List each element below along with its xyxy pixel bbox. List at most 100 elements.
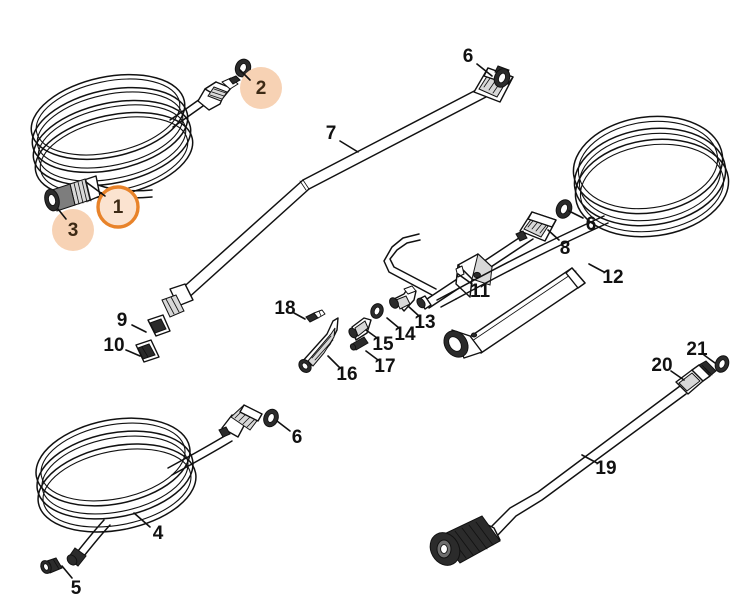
callout-13: 13: [407, 305, 436, 333]
callout-6b: 6: [568, 210, 597, 235]
leader-line-13: [407, 305, 420, 317]
o-ring-part-6-middle: [555, 199, 573, 219]
leader-line-6c: [276, 420, 291, 432]
hose-coil-upper: [30, 73, 194, 199]
leader-line-20: [670, 370, 685, 381]
leader-line-7: [339, 140, 359, 153]
leader-line-6a: [476, 63, 493, 77]
callout-highlight-3: [52, 209, 94, 251]
leader-line-9: [131, 324, 147, 333]
callout-6c: 6: [276, 420, 303, 448]
callout-3: 3: [52, 208, 94, 251]
o-ring-part-6-top: [493, 68, 511, 88]
plug-part-5: [40, 557, 63, 574]
callout-9: 9: [117, 310, 147, 333]
o-ring-part-6-bottom: [263, 408, 279, 428]
callout-number-9: 9: [117, 310, 128, 331]
callout-15: 15: [365, 329, 394, 355]
callout-18: 18: [274, 298, 306, 320]
hose-tip-lower: [66, 547, 87, 567]
lower-left-hose-group: [35, 404, 279, 574]
callout-14: 14: [386, 317, 416, 345]
callout-17: 17: [365, 350, 396, 377]
spray-lance-upper-group: [135, 65, 514, 363]
bent-lance-group: [429, 355, 730, 566]
callout-number-3: 3: [68, 220, 79, 241]
union-nut-part-3: [44, 175, 101, 212]
union-nut-part-8: [515, 211, 557, 242]
bent-lance-connector: [429, 515, 501, 566]
leader-line-3: [57, 208, 67, 220]
callout-number-13: 13: [414, 312, 435, 333]
leader-line-17: [365, 350, 379, 361]
nozzle-tube-assembly-group: [383, 199, 586, 359]
callout-number-19: 19: [595, 458, 616, 479]
callout-19: 19: [581, 454, 617, 479]
callout-1: 1: [85, 181, 140, 229]
callout-number-12: 12: [602, 267, 623, 288]
leader-line-19: [581, 454, 598, 464]
callout-highlight-2: [240, 67, 282, 109]
callout-21: 21: [686, 339, 716, 364]
o-ring-part-14: [370, 303, 384, 319]
callout-number-14: 14: [394, 324, 416, 345]
callout-number-7: 7: [326, 123, 337, 144]
callout-4: 4: [133, 512, 164, 544]
callout-5: 5: [61, 565, 82, 598]
leader-line-5: [61, 565, 73, 579]
o-ring-part-21: [714, 355, 730, 373]
callout-number-6c: 6: [292, 427, 303, 448]
callout-number-6b: 6: [586, 214, 597, 235]
leader-line-8: [547, 229, 560, 241]
callout-number-18: 18: [274, 298, 295, 319]
callout-number-6a: 6: [463, 46, 474, 67]
callout-number-5: 5: [71, 578, 82, 598]
callout-number-17: 17: [374, 356, 395, 377]
hose-connector-upper-right: [197, 75, 241, 111]
callout-12: 12: [588, 263, 624, 288]
screw-part-18: [305, 309, 326, 323]
barrel-end-nut: [443, 329, 483, 359]
callout-number-21: 21: [686, 339, 708, 360]
leader-line-18: [293, 312, 306, 320]
callout-16: 16: [327, 355, 358, 385]
callout-number-11: 11: [470, 281, 491, 302]
callout-number-15: 15: [372, 334, 394, 355]
leader-line-15: [365, 329, 378, 339]
leader-line-14: [386, 317, 400, 329]
callout-6a: 6: [463, 46, 493, 77]
callout-number-20: 20: [651, 355, 672, 376]
callout-number-4: 4: [153, 523, 164, 544]
leader-line-11: [457, 273, 473, 285]
nozzle-small-parts-group: [298, 285, 417, 373]
hose-coil-lower: [35, 417, 197, 533]
coupling-sleeve-part-20: [675, 360, 717, 395]
callout-7: 7: [326, 123, 359, 153]
callout-number-8: 8: [560, 238, 571, 259]
callout-number-16: 16: [336, 364, 357, 385]
callout-2: 2: [239, 67, 282, 109]
leader-line-6b: [568, 210, 584, 219]
nozzle-handle-part-16: [298, 317, 339, 373]
leader-line-12: [588, 263, 605, 273]
nozzle-barrel-tube: [443, 267, 586, 359]
leader-line-10: [125, 349, 141, 357]
callout-20: 20: [651, 355, 685, 381]
callout-8: 8: [547, 229, 571, 259]
callout-10: 10: [103, 335, 141, 357]
nozzle-sleeve-part-15: [348, 317, 372, 341]
leader-line-2: [239, 69, 251, 81]
leader-line-4: [133, 512, 151, 528]
lance-fittings-group: [135, 283, 194, 363]
callout-number-2: 2: [256, 78, 267, 99]
leader-line-16: [327, 355, 341, 369]
callout-number-10: 10: [103, 335, 124, 356]
callout-11: 11: [457, 273, 491, 302]
upper-left-hose-group: [30, 58, 252, 212]
pin-part-17: [349, 336, 369, 351]
nozzle-body-part-13: [389, 285, 417, 312]
callout-highlight-1: [96, 185, 140, 229]
